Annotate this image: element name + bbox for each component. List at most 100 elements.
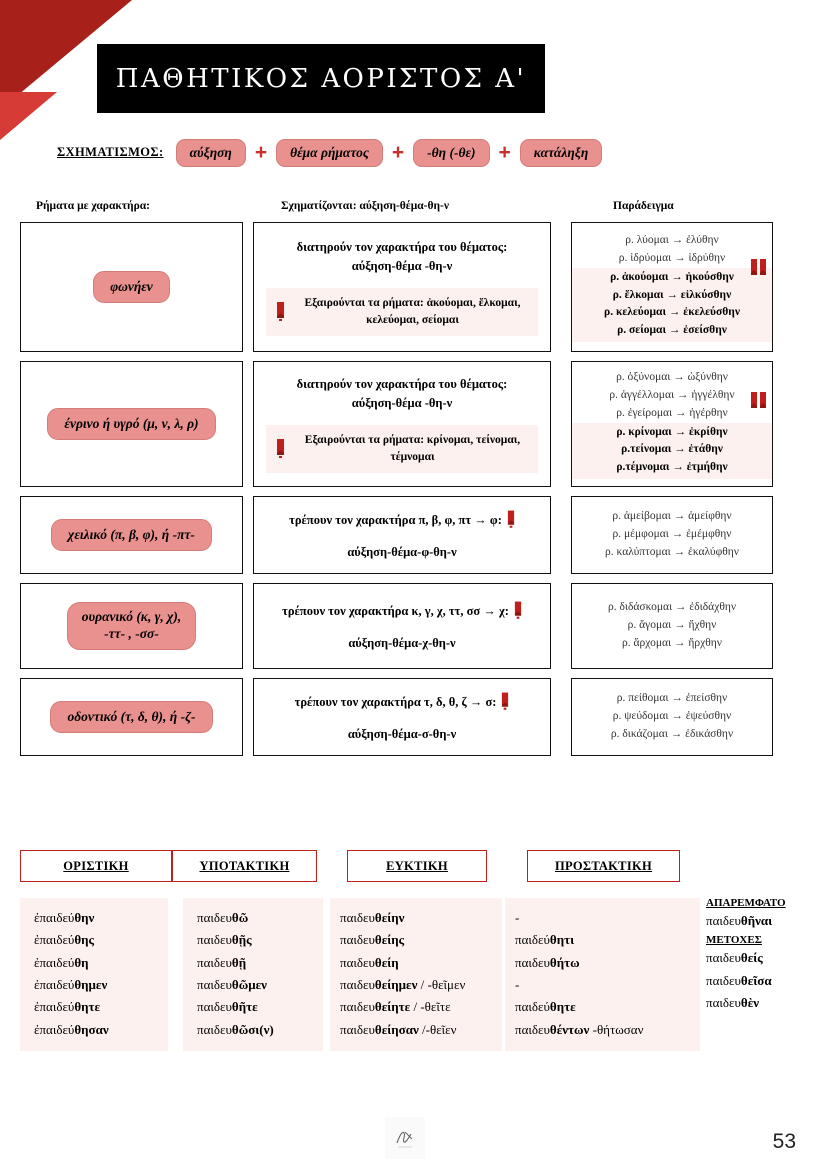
page-title-banner: ΠΑΘΗΤΙΚΟΣ ΑΟΡΙΣΤΟΣ Α' xyxy=(97,44,545,113)
mood-header-label: ΟΡΙΣΤΙΚΗ xyxy=(63,858,129,873)
exclamation-bookmark-icon xyxy=(507,510,514,529)
footer-logo xyxy=(385,1117,425,1159)
exception-note-text: Εξαιρούνται τα ρήματα: ἀκούομαι, ἕλκομαι… xyxy=(304,296,521,326)
verb-form: παιδευθῇς xyxy=(197,932,252,948)
exception-note: Εξαιρούνται τα ρήματα: ἀκούομαι, ἕλκομαι… xyxy=(266,287,538,337)
character-badge-line1: οδοντικό (τ, δ, θ), ή -ζ- xyxy=(67,708,196,724)
example-cell: ρ. διδάσκομαι → ἐδιδάχθην ρ. ἄγομαι → ἤχθ… xyxy=(571,583,773,669)
corner-triangle-light xyxy=(0,92,57,140)
participle-header: ΜΕΤΟΧΕΣ xyxy=(706,934,762,947)
participle-form: παιδευθὲν xyxy=(706,995,760,1011)
exclamation-bookmark-icon xyxy=(277,302,284,322)
example-item: ρ. διδάσκομαι → ἐδιδάχθην xyxy=(607,601,737,614)
verb-form: - xyxy=(515,910,520,925)
formation-rule: διατηρούν τον χαρακτήρα του θέματος:αύξη… xyxy=(296,239,508,274)
formation-rule: τρέπουν τον χαρακτήρα τ, δ, θ, ζ → σ: xyxy=(287,692,518,712)
example-list: ρ. διδάσκομαι → ἐδιδάχθην ρ. ἄγομαι → ἤχθ… xyxy=(572,599,772,652)
example-list: ρ. λύομαι → ἐλύθην ρ. ἱδρύομαι → ἱδρύθην ρ… xyxy=(572,232,772,342)
exception-marker xyxy=(751,259,768,278)
plus-sign-3: + xyxy=(498,141,511,165)
mood-header-label: ΠΡΟΣΤΑΚΤΙΚΗ xyxy=(554,858,653,873)
column-header-characters: Ρήματα με χαρακτήρα: xyxy=(36,200,150,212)
formation-rule-pattern: αύξηση-θέμα -θη-ν xyxy=(351,396,453,411)
verb-form: παιδευθῶμεν xyxy=(197,977,267,993)
plus-sign-1: + xyxy=(254,141,268,165)
example-item: ρ. ὀξύνομαι → ὠξύνθην xyxy=(616,371,728,384)
verb-form: παιδεύθητε xyxy=(515,999,576,1015)
verb-form: παιδευθείη xyxy=(340,954,399,970)
example-item: ρ. καλύπτομαι → ἐκαλύφθην xyxy=(605,545,739,558)
mood-header-1: ΟΡΙΣΤΙΚΗ xyxy=(20,850,172,882)
column-header-example: Παράδειγμα xyxy=(613,200,674,212)
verb-form: ἐπαιδεύθην xyxy=(34,910,95,925)
formation-part-stem: θέμα ρήματος xyxy=(276,139,383,167)
example-item: ρ. ἱδρύομαι → ἱδρύθην xyxy=(618,251,726,264)
verb-form: ἐπαιδεύθη xyxy=(34,954,89,970)
verb-form: παιδεύθητι xyxy=(515,932,575,948)
formation-rule: τρέπουν τον χαρακτήρα π, β, φ, πτ → φ: xyxy=(281,510,523,530)
example-item: ρ. ἄρχομαι → ἤρχθην xyxy=(622,636,722,649)
character-badge: ένρινο ή υγρό (μ, ν, λ, ρ) xyxy=(47,407,216,441)
exception-note: Εξαιρούνται τα ρήματα: κρίνομαι, τείνομα… xyxy=(266,424,538,474)
signature-icon xyxy=(396,1131,413,1148)
participle-form: παιδευθεῖσα xyxy=(706,972,772,988)
exclamation-bookmark-icon xyxy=(514,601,522,620)
formation-rule-pattern: αύξηση-θέμα -θη-ν xyxy=(351,259,453,274)
example-item: ρ. δικάζομαι → ἐδικάσθην xyxy=(610,727,734,740)
example-item: ρ. μέμφομαι → ἐμέμφθην xyxy=(612,528,732,541)
character-badge-line1: ένρινο ή υγρό (μ, ν, λ, ρ) xyxy=(64,415,199,431)
verb-form: παιδευθῶσι(ν) xyxy=(197,1021,274,1037)
verb-form: παιδευθείητε / -θεῖτε xyxy=(340,999,451,1015)
participle-form: παιδευθείς xyxy=(706,950,763,966)
mood-header-4: ΠΡΟΣΤΑΚΤΙΚΗ xyxy=(527,850,680,882)
formation-cell: τρέπουν τον χαρακτήρα κ, γ, χ, ττ, σσ → … xyxy=(253,583,551,669)
verb-form: παιδευθείην xyxy=(340,910,405,925)
verb-form: παιδευθείησαν /-θεῖεν xyxy=(340,1021,457,1037)
formation-cell: διατηρούν τον χαρακτήρα του θέματος:αύξη… xyxy=(253,361,551,487)
example-item: ρ. ψεύδομαι → ἐψεύσθην xyxy=(612,710,732,723)
mood-header-label: ΕΥΚΤΙΚΗ xyxy=(386,858,448,873)
character-badge: χειλικό (π, β, φ), ή -πτ- xyxy=(51,518,212,552)
verb-form: παιδευθείημεν / -θεῖμεν xyxy=(340,977,466,993)
formation-row: ΣΧΗΜΑΤΙΣΜΟΣ: αύξηση + θέμα ρήματος + -θη… xyxy=(57,139,603,167)
example-item: ρ. ἀγγέλλομαι → ἠγγέλθην xyxy=(609,388,735,401)
mood-header-2: ΥΠΟΤΑΚΤΙΚΗ xyxy=(172,850,317,882)
character-cell: ουρανικό (κ, γ, χ),-ττ- , -σσ- xyxy=(20,583,243,669)
infinitive-header: ΑΠΑΡΕΜΦΑΤΟ xyxy=(706,897,786,909)
example-item: ρ.τείνομαι → ἐτάθην xyxy=(621,443,723,456)
character-badge: οδοντικό (τ, δ, θ), ή -ζ- xyxy=(50,700,213,734)
character-badge: ουρανικό (κ, γ, χ),-ττ- , -σσ- xyxy=(66,602,197,650)
column-header-formation: Σχηματίζονται: αύξηση-θέμα-θη-ν xyxy=(281,200,449,212)
example-cell: ρ. λύομαι → ἐλύθην ρ. ἱδρύομαι → ἱδρύθην ρ… xyxy=(571,222,773,352)
verb-form: παιδευθείης xyxy=(340,932,405,948)
example-item: ρ. ἄγομαι → ἤχθην xyxy=(627,619,717,632)
plus-sign-2: + xyxy=(391,141,405,165)
verb-form: ἐπαιδεύθημεν xyxy=(34,977,108,993)
verb-form: παιδευθῇ xyxy=(197,954,247,970)
formation-pattern: αύξηση-θέμα-σ-θη-ν xyxy=(347,726,457,741)
table-column-headers: Ρήματα με χαρακτήρα: Σχηματίζονται: αύξη… xyxy=(0,200,828,220)
formation-pattern: αύξηση-θέμα-χ-θη-ν xyxy=(348,635,456,650)
example-item: ρ. ἐγείρομαι → ἠγέρθην xyxy=(616,406,728,419)
formation-cell: τρέπουν τον χαρακτήρα π, β, φ, πτ → φ:αύ… xyxy=(253,496,551,574)
exception-marker xyxy=(751,392,768,411)
formation-part-theta: -θη (-θε) xyxy=(413,139,490,167)
formation-cell: τρέπουν τον χαρακτήρα τ, δ, θ, ζ → σ: αύξ… xyxy=(253,678,551,756)
mood-header-label: ΥΠΟΤΑΚΤΙΚΗ xyxy=(199,858,290,873)
formation-cell: διατηρούν τον χαρακτήρα του θέματος:αύξη… xyxy=(253,222,551,352)
verb-form: ἐπαιδεύθης xyxy=(34,932,95,948)
formation-rule: διατηρούν τον χαρακτήρα του θέματος:αύξη… xyxy=(296,376,508,411)
example-item: ρ. λύομαι → ἐλύθην xyxy=(625,234,719,247)
verb-form: ἐπαιδεύθησαν xyxy=(34,1021,109,1037)
mood-forms-column: παιδευθείην παιδευθείης παιδευθείη παιδευθε… xyxy=(330,898,502,1052)
example-list: ρ. ὀξύνομαι → ὠξύνθην ρ. ἀγγέλλομαι → ἠγγ… xyxy=(572,369,772,479)
example-item: ρ.τέμνομαι → ἐτμήθην xyxy=(616,461,728,474)
example-item: ρ. κελεύομαι → ἐκελεύσθην xyxy=(604,306,740,319)
